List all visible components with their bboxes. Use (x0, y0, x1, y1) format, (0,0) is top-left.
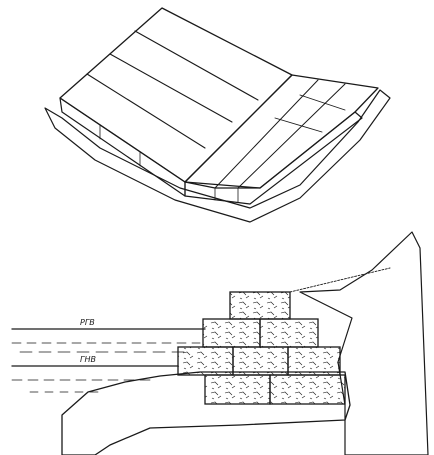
gabion-block (204, 374, 271, 405)
gabion-block (269, 374, 346, 405)
mattress-side-divider (214, 79, 319, 189)
mattress-side-divider (237, 83, 346, 189)
gabion-block (177, 346, 234, 376)
gabion-block (229, 291, 291, 320)
bank-slope (299, 231, 429, 455)
gabion-block (232, 346, 289, 376)
mattress-divider (86, 73, 206, 149)
riverbed (61, 371, 351, 455)
cross-section-view: РГВ ГНВ (11, 231, 429, 455)
mattress-side-front (184, 111, 363, 205)
lower-water-level-label: ГНВ (80, 355, 96, 364)
cross-tie (299, 94, 346, 111)
upper-water-level-label: РГВ (80, 318, 95, 327)
gabion-wall (177, 291, 346, 405)
gabion-block (259, 318, 319, 348)
cross-tie (274, 117, 323, 133)
mattress-divider (109, 53, 233, 123)
gabion-block (202, 318, 261, 348)
water-body (11, 328, 206, 393)
mattress-main-top (59, 7, 293, 183)
ground-bed (44, 89, 391, 223)
mattress-divider (134, 30, 259, 101)
gabion-block (287, 346, 341, 376)
tension-line (289, 267, 391, 293)
isometric-view (44, 7, 391, 223)
